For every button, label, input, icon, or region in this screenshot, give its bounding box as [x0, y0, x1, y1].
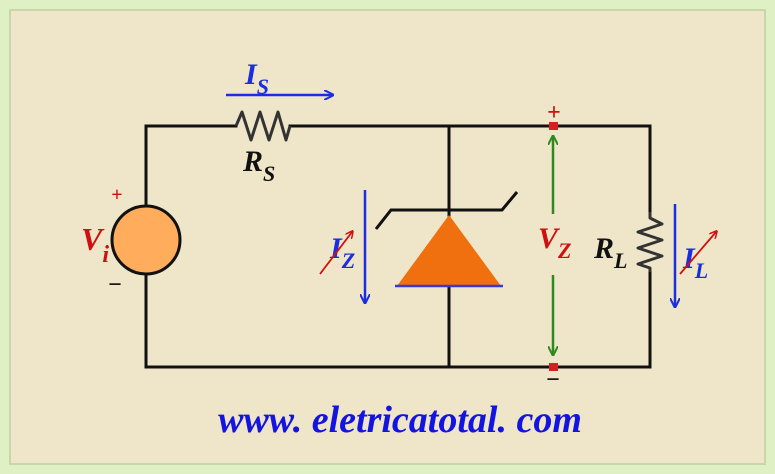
rl-label: RL: [593, 232, 627, 273]
vz-label: VZ: [538, 222, 571, 263]
source-plus-sign: +: [111, 184, 122, 206]
vz-plus-sign: +: [547, 100, 561, 126]
vi-label: Vi: [81, 221, 109, 268]
vz-bottom-terminal: [549, 363, 558, 371]
vz-minus-sign: −: [546, 367, 560, 393]
rs-label: RS: [242, 145, 275, 186]
iz-variable-arrow: [319, 232, 352, 275]
load-resistor: [636, 212, 664, 272]
vz-top-terminal: [549, 122, 558, 130]
zener-diode-body: [397, 215, 501, 286]
circuit-wires: [144, 124, 652, 369]
is-label: IS: [244, 58, 269, 99]
source-minus-sign: −: [108, 272, 122, 298]
website-footer: www. eletricatotal. com: [218, 399, 582, 441]
voltage-source: [110, 204, 182, 276]
zener-diode-bar: [374, 191, 519, 230]
il-variable-arrow: [679, 232, 716, 275]
series-resistor: [234, 110, 292, 142]
